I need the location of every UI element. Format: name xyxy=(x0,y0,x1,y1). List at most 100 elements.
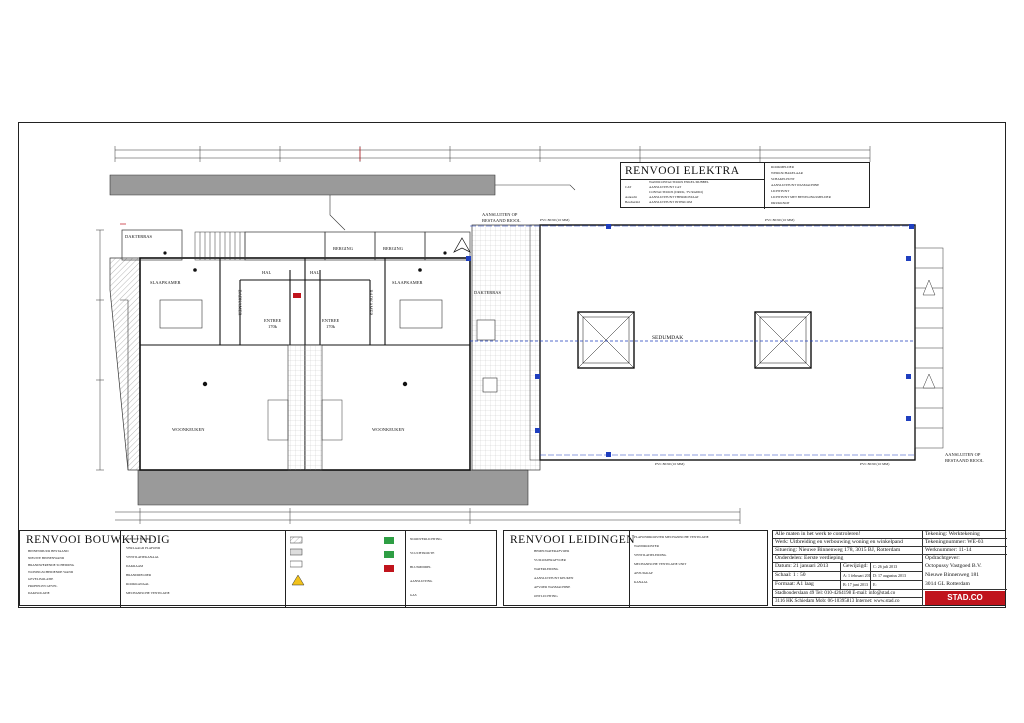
roof-edge-top xyxy=(109,174,496,196)
title-address-2: 3116 HK Schiedam Mob: 06-10395813 Intern… xyxy=(773,598,923,606)
skylight-2 xyxy=(754,311,812,369)
legend-title: RENVOOI BOUWKUNDIG xyxy=(26,534,171,546)
legend-bouwkundig: RENVOOI BOUWKUNDIG BINNENMUUR BESTAAND N… xyxy=(19,530,497,607)
north-arrow-icon xyxy=(453,237,471,253)
title-tekeningnummer: Tekeningnummer: WE-03 xyxy=(923,539,1007,547)
legend-row: SCHAKELPUNT xyxy=(771,177,795,181)
title-formaat: Formaat: A1 laag xyxy=(773,581,841,590)
legend-row: AFVOER WASMACHINE xyxy=(534,585,571,589)
legend-symbol-label: CAT xyxy=(625,185,632,189)
title-client-1: Octopussy Vastgoed B.V. xyxy=(925,563,982,569)
pipe-note: PVC 80/90 (10 MM) xyxy=(655,462,685,466)
legend-row: ROOKMELDER xyxy=(771,165,794,169)
pipe-note: PVC 80/90 (10 MM) xyxy=(765,218,795,222)
room-label: WOONKEUKEN xyxy=(372,427,405,432)
room-label: SLAAPKAMER xyxy=(150,280,181,285)
legend-row: AANSLUITPUNT THERMOSTAAT xyxy=(649,195,699,199)
legend-row: PLAFONDROOSTER MECHANISCHE VENTILATIE xyxy=(634,535,709,539)
legend-leidingen: RENVOOI LEIDINGEN HEMELWATERAFVOER VUILW… xyxy=(503,530,768,607)
legend-row: DAKISOLATIE xyxy=(28,591,50,595)
legend-row: AANSLUITING xyxy=(410,579,433,583)
legend-row: ROOKKANAAL xyxy=(126,582,150,586)
room-label: ENTREE xyxy=(264,318,282,323)
legend-row: GAS xyxy=(410,593,417,597)
legend-symbols xyxy=(290,536,305,586)
legend-row: NIEUWE VLOER xyxy=(126,537,151,541)
pipe-note: PVC 80/90 (10 MM) xyxy=(860,462,890,466)
title-datum: Datum: 21 januari 2013 xyxy=(773,563,841,572)
title-werknummer: Werknummer: 11-14 xyxy=(923,547,1007,555)
title-werk: Werk: Uitbreiding en verbouwing woning e… xyxy=(773,539,923,547)
legend-row: WANDCONTACTDOOS ENKEL/DUBBEL xyxy=(649,180,709,184)
legend-row: MECHANISCHE VENTILATIE xyxy=(126,591,170,595)
title-schaal: Schaal: 1 : 50 xyxy=(773,572,841,581)
title-note: Alle maten in het werk te controleren! xyxy=(773,531,923,539)
legend-row: LICHTPUNT xyxy=(771,189,790,193)
room-number: 170k xyxy=(326,324,335,329)
legend-row: VENTILATIEKANAAL xyxy=(126,555,159,559)
legend-symbol-label: Beschermd xyxy=(625,200,640,204)
legend-row: WONINGSCHEIDENDE WAND xyxy=(28,570,74,574)
dimension-lines-bottom xyxy=(115,508,741,524)
legend-row: WANDROOSTER xyxy=(634,544,659,548)
legend-row: BRANDWERENDE SCHEIDING xyxy=(28,563,75,567)
title-tekening: Tekening: Werktekening xyxy=(923,531,1007,539)
room-label: BERGING xyxy=(333,246,353,251)
legend-row: AANSLUITPUNT CAT xyxy=(649,185,682,189)
room-label: DAKTERRAS xyxy=(474,290,502,295)
sewer-note: BESTAAND RIOOL xyxy=(945,458,984,463)
legend-title: RENVOOI LEIDINGEN xyxy=(510,534,636,546)
legend-row: VENTILATIELEIDING xyxy=(634,553,667,557)
title-rev-b: B: 17 juni 2013 xyxy=(841,581,871,590)
sewer-note: AANSLUITEN OP xyxy=(945,452,981,457)
title-rev-d: D: 17 augustus 2013 xyxy=(871,572,923,581)
sewer-note: AANSLUITEN OP xyxy=(482,212,518,217)
legend-row: ONTLUCHTING xyxy=(534,594,558,598)
legend-row: BINNENMUUR BESTAAND xyxy=(28,549,69,553)
legend-row: NOODVERLICHTING xyxy=(410,537,442,541)
roof-edge-bottom xyxy=(137,469,529,506)
title-rev-e: E: xyxy=(871,581,923,590)
room-label: SLAAPKAMER xyxy=(392,280,423,285)
sedum-roof xyxy=(539,224,916,461)
legend-row: WERKSCHAKELAAR xyxy=(771,171,803,175)
title-opdrachtgever: Opdrachtgever: xyxy=(925,555,960,561)
legend-row: PROFIELEN GEVEL xyxy=(28,584,58,588)
title-rev-c: C: 26 juli 2013 xyxy=(871,563,923,572)
room-number: 170k xyxy=(268,324,277,329)
room-label: HAL xyxy=(310,270,320,275)
legend-row: WATERLEIDING xyxy=(534,567,559,571)
room-label: SEDUMDAK xyxy=(652,335,684,341)
legend-row: MECHANISCHE VENTILATIE UNIT xyxy=(634,562,687,566)
legend-row: NIEUWE BINNENWAND xyxy=(28,556,65,560)
legend-row: BLUSMIDDEL xyxy=(410,565,432,569)
skylight-1 xyxy=(577,311,635,369)
title-client-3: 3014 GL Rotterdam xyxy=(923,581,1007,590)
sewer-note: BESTAAND RIOOL xyxy=(482,218,521,223)
legend-row: AFZUIGKAP xyxy=(634,571,653,575)
legend-row: LICHTPUNT MET BEWEGINGSMELDER xyxy=(771,195,831,199)
drawing-sheet-border xyxy=(18,122,1006,608)
title-client-2: Nieuwe Binnenweg 181 xyxy=(925,572,980,578)
legend-row: GEVELISOLATIE xyxy=(28,577,54,581)
room-label: DAKTERRAS xyxy=(125,234,153,239)
title-situering: Situering: Nieuwe Binnenweg 178, 3015 BJ… xyxy=(773,547,923,555)
title-address-1: Stadhouderslaan 49 Tel: 010-4264198 E-ma… xyxy=(773,590,923,598)
room-label: BADKAMER xyxy=(237,289,243,316)
legend-symbol-label: Aanrecht xyxy=(625,195,638,199)
dimension-lines-top xyxy=(114,146,871,162)
legend-row: DRUKKNOP xyxy=(771,201,790,205)
title-block: Alle maten in het werk te controleren! W… xyxy=(772,530,1007,606)
room-label: ENTREE xyxy=(322,318,340,323)
legend-row: AANSLUITPUNT WASMACHINE xyxy=(771,183,820,187)
legend-row: BRANDMELDER xyxy=(126,573,152,577)
pipe-note: PVC 80/90 (10 MM) xyxy=(540,218,570,222)
stairwell xyxy=(194,231,246,261)
legend-title: RENVOOI ELEKTRA xyxy=(625,165,740,177)
legend-icons xyxy=(384,537,394,572)
room-label: BADKAMER xyxy=(368,289,374,316)
legend-row: VERLAAGD PLAFOND xyxy=(126,546,161,550)
legend-row: KANAAL xyxy=(634,580,648,584)
legend-row: VLUCHTROUTE xyxy=(410,551,435,555)
